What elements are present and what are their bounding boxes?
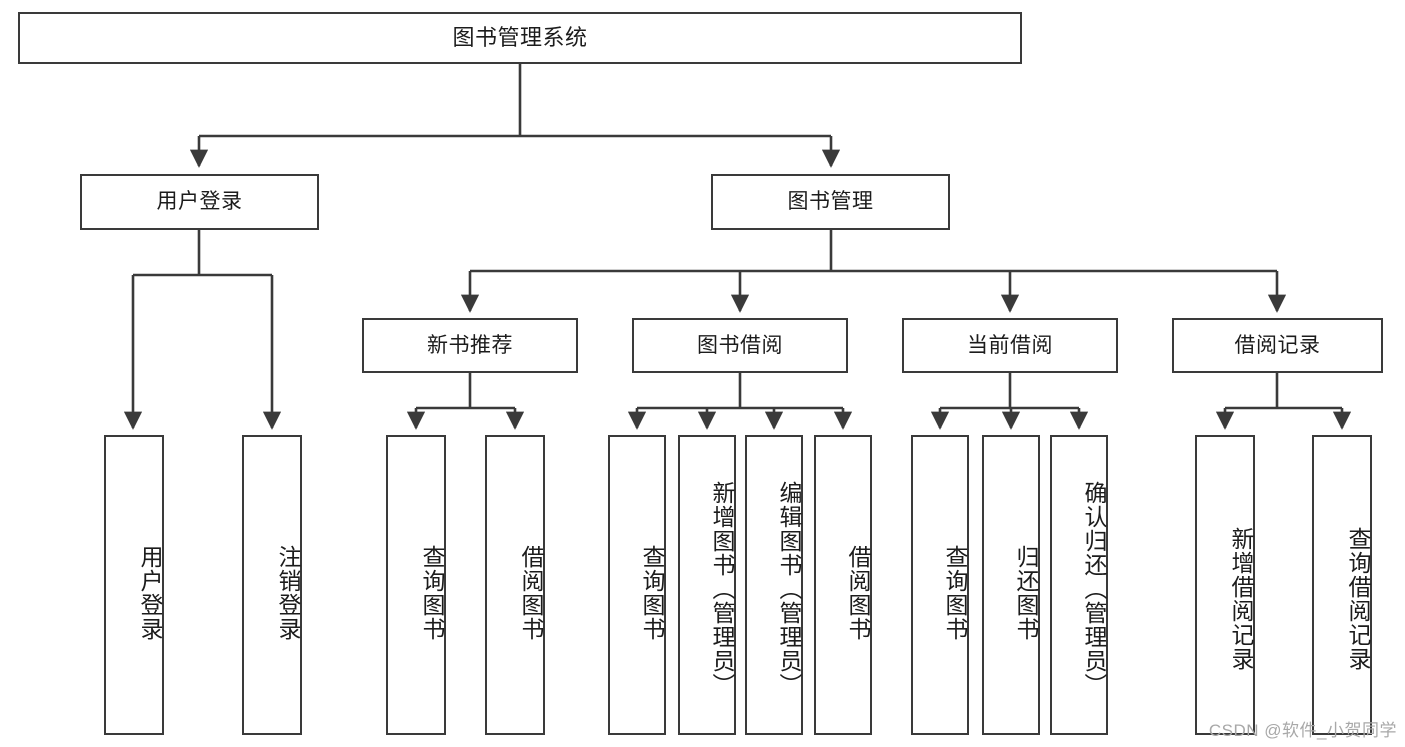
node-label: 确认归还（管理员） [1081,481,1107,697]
node-label: 查询图书 [942,545,968,641]
node-label: 用户登录 [156,190,243,214]
node-leaf-query-book-1[interactable]: 查询图书 [386,435,446,735]
node-user-login[interactable]: 用户登录 [80,174,319,230]
node-label: 借阅图书 [845,545,871,641]
node-leaf-query-book-3[interactable]: 查询图书 [911,435,969,735]
node-label: 编辑图书（管理员） [776,481,802,697]
node-current-borrow[interactable]: 当前借阅 [902,318,1118,373]
node-label: 图书管理 [787,190,874,214]
node-book-borrow[interactable]: 图书借阅 [632,318,848,373]
node-label: 新增图书（管理员） [709,481,735,697]
node-leaf-borrow-book-1[interactable]: 借阅图书 [485,435,545,735]
node-label: 新增借阅记录 [1228,527,1254,671]
node-label: 归还图书 [1013,545,1039,641]
node-leaf-query-record[interactable]: 查询借阅记录 [1312,435,1372,735]
node-leaf-edit-book[interactable]: 编辑图书（管理员） [745,435,803,735]
node-root-system[interactable]: 图书管理系统 [18,12,1022,64]
node-leaf-add-book[interactable]: 新增图书（管理员） [678,435,736,735]
node-leaf-confirm-return[interactable]: 确认归还（管理员） [1050,435,1108,735]
node-new-book-recommend[interactable]: 新书推荐 [362,318,578,373]
node-label: 注销登录 [275,545,301,641]
node-label: 借阅记录 [1234,333,1321,357]
node-label: 查询借阅记录 [1345,527,1371,671]
node-leaf-query-book-2[interactable]: 查询图书 [608,435,666,735]
node-book-manage[interactable]: 图书管理 [711,174,950,230]
node-leaf-borrow-book-2[interactable]: 借阅图书 [814,435,872,735]
node-label: 新书推荐 [427,333,513,357]
watermark-text: CSDN @软件_小贺同学 [1208,721,1397,740]
node-leaf-user-login[interactable]: 用户登录 [104,435,164,735]
node-label: 用户登录 [137,545,163,641]
node-label: 图书管理系统 [452,24,588,50]
node-label: 当前借阅 [967,333,1053,357]
node-label: 查询图书 [419,545,445,641]
node-borrow-record[interactable]: 借阅记录 [1172,318,1383,373]
node-label: 借阅图书 [518,545,544,641]
node-label: 图书借阅 [697,333,783,357]
node-label: 查询图书 [639,545,665,641]
node-leaf-logout[interactable]: 注销登录 [242,435,302,735]
node-leaf-return-book[interactable]: 归还图书 [982,435,1040,735]
node-leaf-add-record[interactable]: 新增借阅记录 [1195,435,1255,735]
